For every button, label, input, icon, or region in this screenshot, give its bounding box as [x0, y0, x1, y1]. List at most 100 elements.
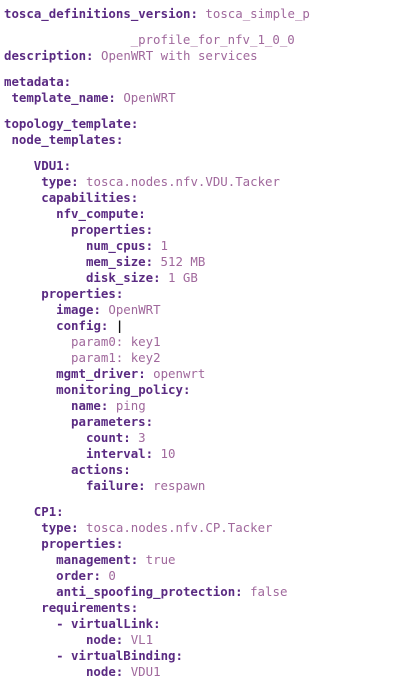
yaml-key: failure: [85, 478, 146, 493]
code-line: template_name: OpenWRT [4, 90, 404, 106]
yaml-value: ping [108, 398, 146, 413]
yaml-value: false [242, 584, 288, 599]
block-scalar-indicator: | [108, 318, 124, 333]
yaml-value: respawn [145, 478, 206, 493]
yaml-value: param1: key2 [71, 350, 161, 365]
yaml-key: parameters: [71, 414, 154, 429]
yaml-key: CP1: [33, 504, 64, 519]
code-line: requirements: [4, 600, 404, 616]
blank-line [4, 106, 404, 116]
code-line: capabilities: [4, 190, 404, 206]
code-line: node: VDU1 [4, 664, 404, 680]
code-line: - virtualBinding: [4, 648, 404, 664]
yaml-key: - virtualLink: [56, 616, 161, 631]
yaml-key: VDU1: [33, 158, 72, 173]
yaml-value: 3 [130, 430, 146, 445]
code-line: properties: [4, 536, 404, 552]
yaml-key: properties: [41, 536, 124, 551]
code-line: param1: key2 [4, 350, 404, 366]
code-line: count: 3 [4, 430, 404, 446]
code-line: failure: respawn [4, 478, 404, 494]
yaml-value: 1 [153, 238, 168, 253]
yaml-key: mem_size: [85, 254, 154, 269]
code-line: anti_spoofing_protection: false [4, 584, 404, 600]
yaml-key: monitoring_policy: [56, 382, 191, 397]
code-line: VDU1: [4, 158, 404, 174]
yaml-value: OpenWRT [115, 90, 176, 105]
yaml-key: count: [85, 430, 131, 445]
blank-line [4, 494, 404, 504]
yaml-value: _profile_for_nfv_1_0_0 [130, 32, 295, 47]
yaml-key: actions: [71, 462, 131, 477]
yaml-key: order: [56, 568, 101, 583]
yaml-key: anti_spoofing_protection: [56, 584, 243, 599]
code-line: param0: key1 [4, 334, 404, 350]
yaml-value: 0 [100, 568, 116, 583]
code-line: node: VL1 [4, 632, 404, 648]
yaml-key: nfv_compute: [56, 206, 146, 221]
yaml-key: interval: [85, 446, 154, 461]
yaml-value: tosca_simple_p [197, 6, 310, 21]
yaml-value: tosca.nodes.nfv.VDU.Tacker [78, 174, 280, 189]
yaml-key: description: [4, 48, 94, 63]
yaml-value: VL1 [123, 632, 154, 647]
yaml-key: topology_template: [4, 116, 139, 131]
yaml-key: properties: [71, 222, 154, 237]
code-line: nfv_compute: [4, 206, 404, 222]
code-line: parameters: [4, 414, 404, 430]
yaml-value: 10 [153, 446, 176, 461]
code-line: CP1: [4, 504, 404, 520]
code-line: properties: [4, 222, 404, 238]
code-line: name: ping [4, 398, 404, 414]
yaml-value: param0: key1 [71, 334, 161, 349]
code-line: config: | [4, 318, 404, 334]
yaml-value: OpenWRT with services [93, 48, 258, 63]
yaml-key: metadata: [4, 74, 72, 89]
code-line: order: 0 [4, 568, 404, 584]
yaml-value: 512 MB [153, 254, 206, 269]
yaml-key: tosca_definitions_version: [4, 6, 198, 21]
yaml-key: properties: [41, 286, 124, 301]
yaml-key: requirements: [41, 600, 139, 615]
blank-line [4, 22, 404, 32]
yaml-key: image: [56, 302, 101, 317]
code-line: image: OpenWRT [4, 302, 404, 318]
yaml-code-view: tosca_definitions_version: tosca_simple_… [4, 6, 404, 680]
yaml-value: OpenWRT [100, 302, 161, 317]
yaml-value: tosca.nodes.nfv.CP.Tacker [78, 520, 273, 535]
code-line: - virtualLink: [4, 616, 404, 632]
code-line: node_templates: [4, 132, 404, 148]
yaml-key: type: [41, 174, 79, 189]
code-line: type: tosca.nodes.nfv.CP.Tacker [4, 520, 404, 536]
yaml-value: 1 GB [160, 270, 198, 285]
yaml-key: disk_size: [85, 270, 161, 285]
yaml-key: node: [85, 632, 124, 647]
code-line: topology_template: [4, 116, 404, 132]
yaml-key: node_templates: [11, 132, 124, 147]
yaml-value: openwrt [145, 366, 206, 381]
yaml-key: management: [56, 552, 139, 567]
code-line: num_cpus: 1 [4, 238, 404, 254]
code-line: tosca_definitions_version: tosca_simple_… [4, 6, 404, 22]
code-line: management: true [4, 552, 404, 568]
code-line: _profile_for_nfv_1_0_0 [4, 32, 404, 48]
yaml-key: name: [71, 398, 109, 413]
code-line: type: tosca.nodes.nfv.VDU.Tacker [4, 174, 404, 190]
code-line: metadata: [4, 74, 404, 90]
yaml-value: VDU1 [123, 664, 161, 679]
yaml-key: num_cpus: [85, 238, 154, 253]
code-line: interval: 10 [4, 446, 404, 462]
blank-line [4, 64, 404, 74]
yaml-key: node: [85, 664, 124, 679]
yaml-value: true [138, 552, 176, 567]
code-line: disk_size: 1 GB [4, 270, 404, 286]
code-line: properties: [4, 286, 404, 302]
code-line: description: OpenWRT with services [4, 48, 404, 64]
yaml-key: type: [41, 520, 79, 535]
yaml-key: mgmt_driver: [56, 366, 146, 381]
blank-line [4, 148, 404, 158]
code-line: mem_size: 512 MB [4, 254, 404, 270]
code-line: monitoring_policy: [4, 382, 404, 398]
yaml-key: template_name: [11, 90, 116, 105]
code-line: actions: [4, 462, 404, 478]
